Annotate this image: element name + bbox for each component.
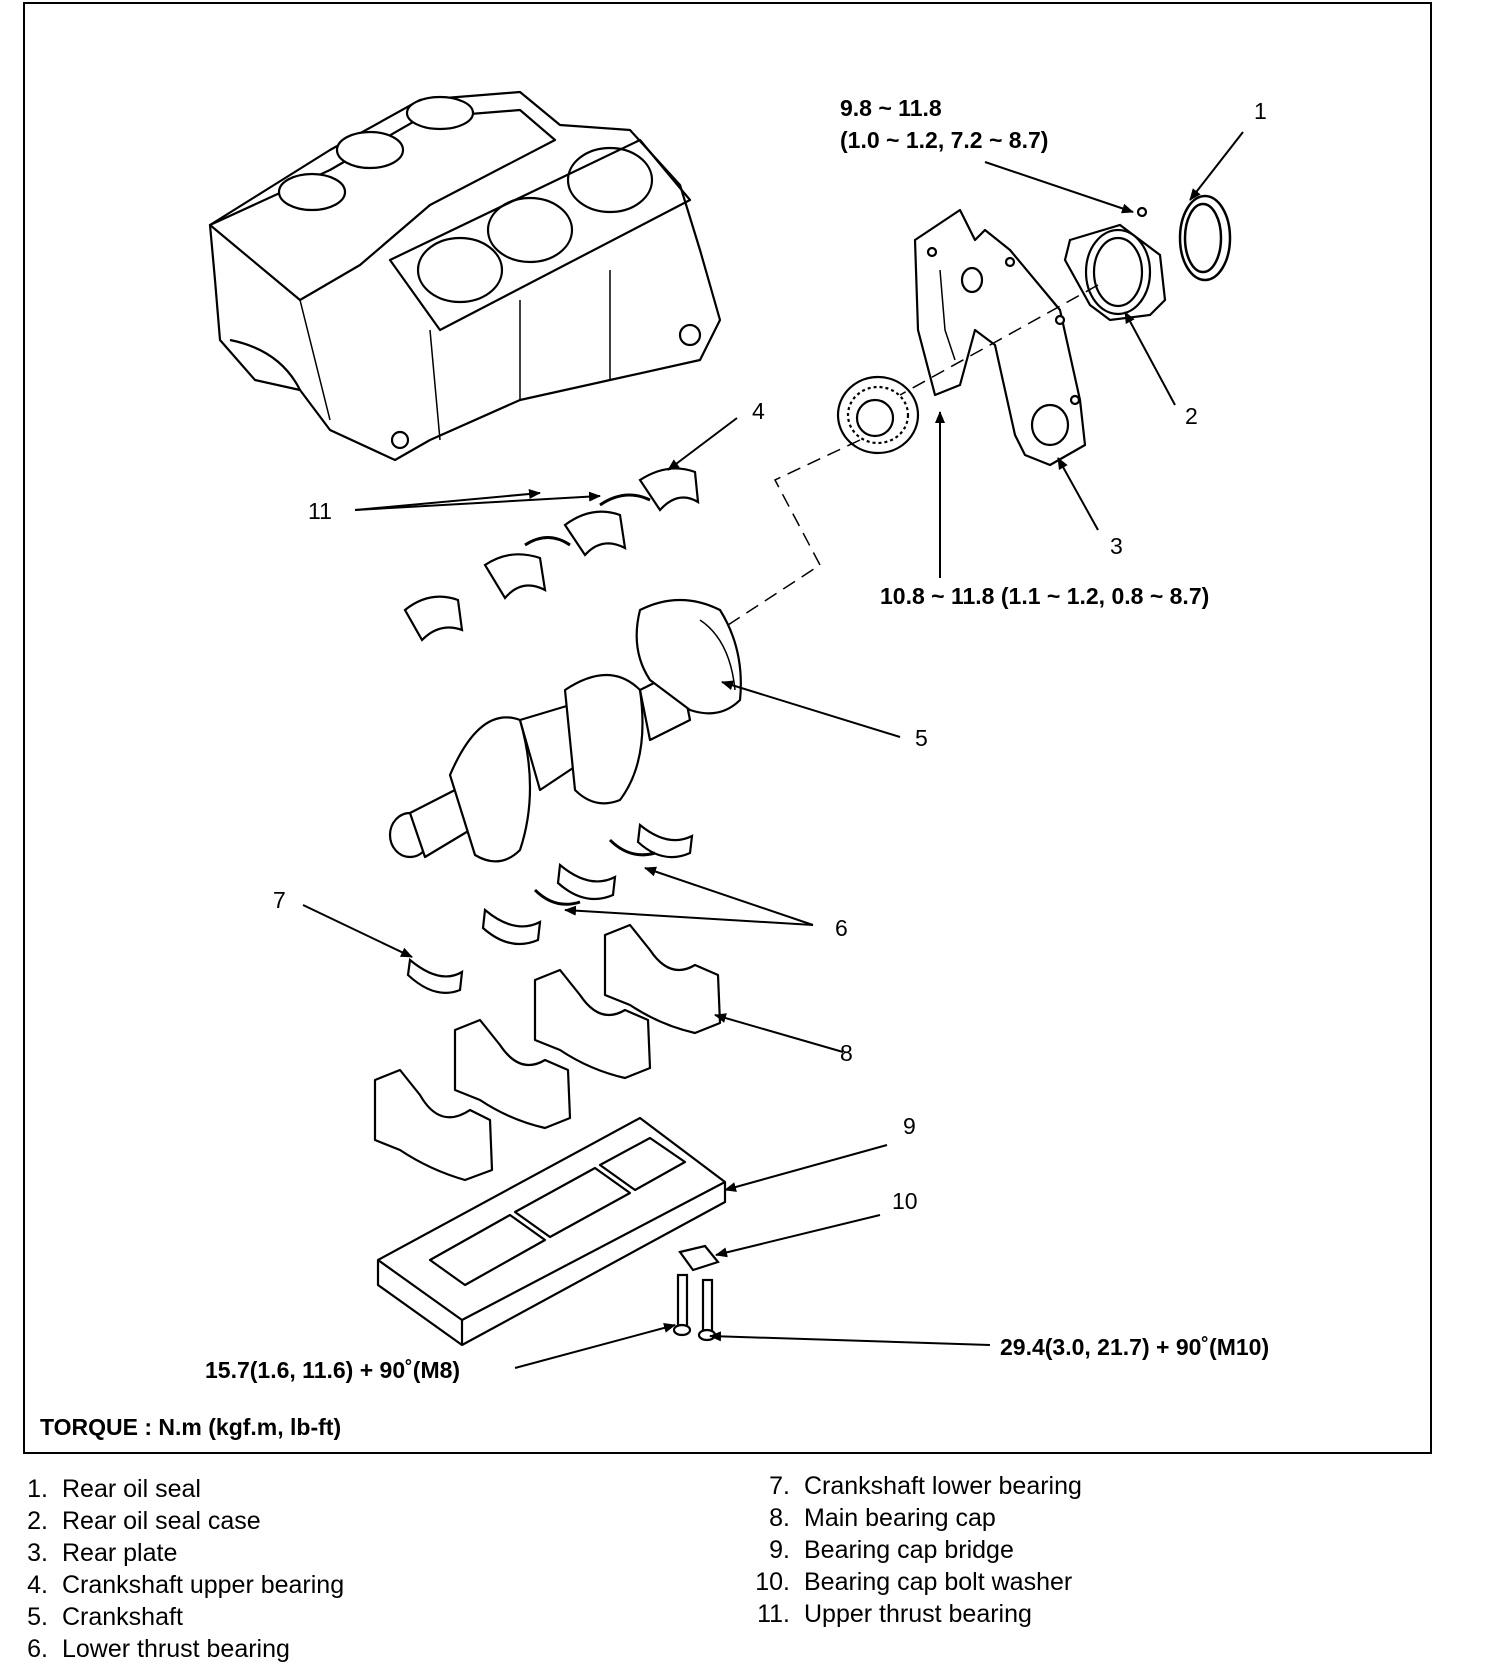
torque-unit-note: TORQUE : N.m (kgf.m, lb-ft) (40, 1414, 342, 1440)
legend-item: 5.Crankshaft (27, 1603, 183, 1631)
callout-2: 2 (1185, 403, 1198, 429)
callout-6: 6 (835, 915, 848, 941)
torque-seal-case-line2: (1.0 ~ 1.2, 7.2 ~ 8.7) (840, 127, 1049, 153)
legend-item: 7.Crankshaft lower bearing (769, 1472, 1082, 1500)
lower-bearings (406, 822, 694, 994)
legend-item: 11.Upper thrust bearing (757, 1600, 1032, 1628)
leader-lines (302, 131, 1244, 1369)
diagram-frame (23, 2, 1432, 1454)
legend-item: 9.Bearing cap bridge (769, 1536, 1014, 1564)
reluctor-ring (836, 375, 920, 455)
rear-plate (913, 208, 1087, 467)
callout-1: 1 (1254, 98, 1267, 124)
legend-item: 6.Lower thrust bearing (27, 1635, 290, 1663)
bolt-washer-and-bolts (672, 1244, 720, 1342)
rear-oil-seal (1178, 194, 1232, 282)
callout-7: 7 (273, 887, 286, 913)
legend-item: 4.Crankshaft upper bearing (27, 1571, 345, 1599)
callout-8: 8 (840, 1040, 853, 1066)
bearing-cap-bridge (376, 1116, 727, 1347)
crankshaft (388, 598, 742, 863)
torque-bolt-m8: 15.7(1.6, 11.6) + 90˚(M8) (205, 1357, 461, 1383)
torque-seal-case-line1: 9.8 ~ 11.8 (840, 95, 942, 121)
callout-3: 3 (1110, 533, 1123, 559)
legend-item: 2.Rear oil seal case (27, 1507, 261, 1535)
callout-10: 10 (892, 1188, 918, 1214)
torque-rear-plate: 10.8 ~ 11.8 (1.1 ~ 1.2, 0.8 ~ 8.7) (880, 583, 1210, 609)
rear-oil-seal-case (1063, 206, 1167, 322)
callout-5: 5 (915, 725, 928, 751)
main-bearing-caps (373, 923, 722, 1182)
cylinder-block (208, 90, 722, 462)
legend-item: 3.Rear plate (27, 1539, 178, 1567)
legend-item: 8.Main bearing cap (769, 1504, 996, 1532)
legend-item: 1.Rear oil seal (27, 1475, 201, 1503)
parts-legend-right: 7.Crankshaft lower bearing 8.Main bearin… (728, 1470, 1082, 1630)
legend-item: 10.Bearing cap bolt washer (755, 1568, 1073, 1596)
center-line (727, 284, 1099, 626)
callout-4: 4 (752, 398, 765, 424)
upper-bearings (403, 467, 700, 642)
callout-9: 9 (903, 1113, 916, 1139)
callout-11: 11 (308, 498, 332, 524)
torque-bolt-m10: 29.4(3.0, 21.7) + 90˚(M10) (1000, 1334, 1270, 1360)
parts-legend-left: 1.Rear oil seal 2.Rear oil seal case 3.R… (0, 1473, 344, 1665)
